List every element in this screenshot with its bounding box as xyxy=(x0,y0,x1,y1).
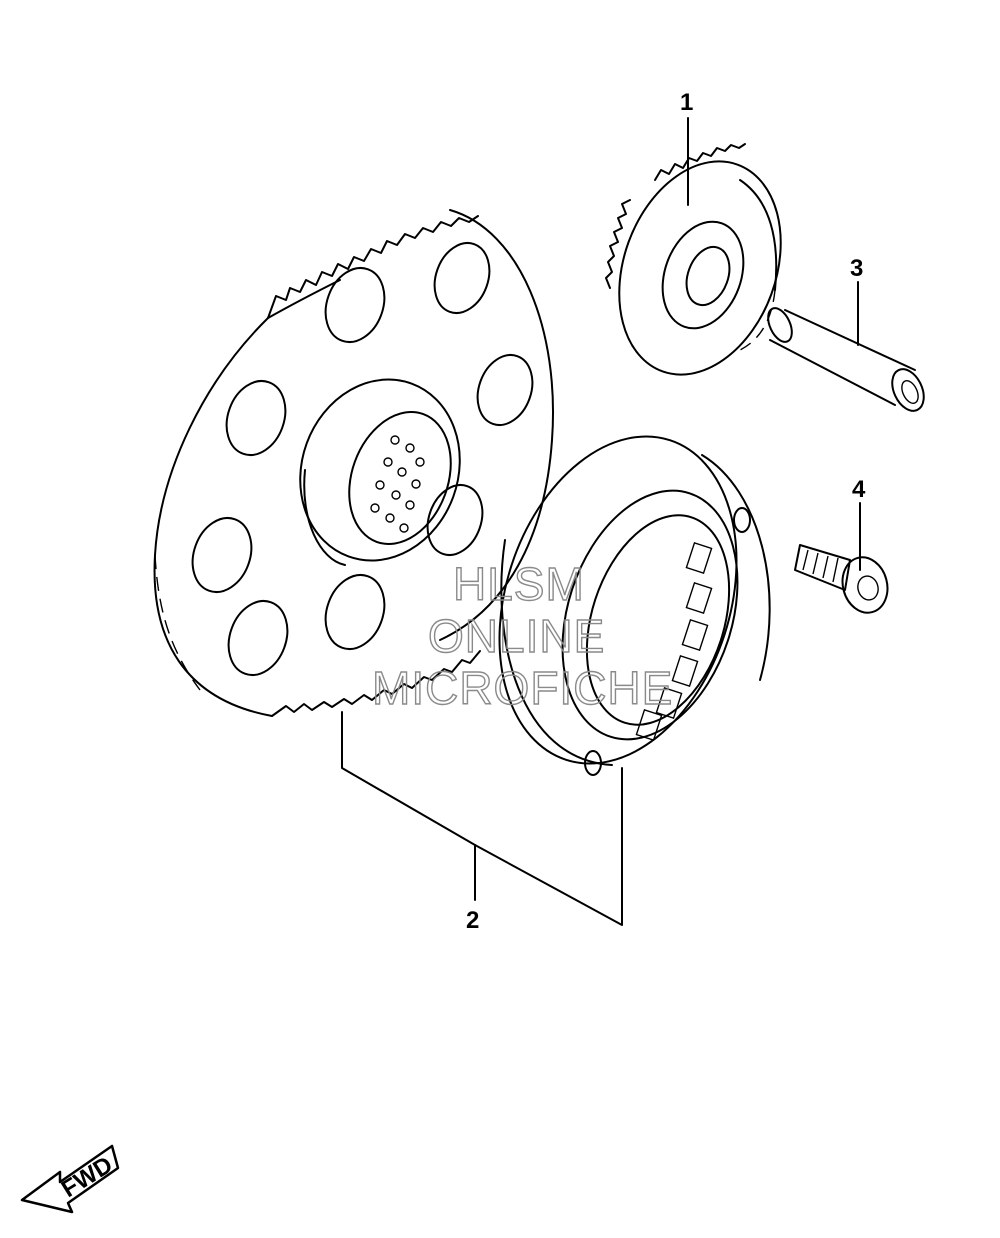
watermark-line-2: ONLINE xyxy=(428,610,605,662)
fwd-arrow-icon xyxy=(20,1144,120,1214)
clutch-bolt xyxy=(794,544,889,614)
callout-1: 1 xyxy=(680,89,693,116)
callout-2: 2 xyxy=(466,907,479,934)
sprag-rollers xyxy=(635,541,713,742)
one-way-clutch xyxy=(498,435,771,776)
callout-4: 4 xyxy=(852,476,866,503)
idle-gear-shaft xyxy=(767,307,925,412)
callout-3: 3 xyxy=(850,255,863,282)
watermark-line-1: HLSM xyxy=(453,558,585,610)
watermark: HLSM ONLINE MICROFICHE xyxy=(371,557,673,714)
watermark-line-3: MICROFICHE xyxy=(372,662,673,714)
fwd-direction-badge: FWD xyxy=(20,1144,120,1214)
starter-driven-gear xyxy=(153,209,554,717)
starter-idle-gear xyxy=(605,143,782,376)
needle-bearing-dots xyxy=(370,435,425,533)
leader-lines xyxy=(341,117,861,926)
